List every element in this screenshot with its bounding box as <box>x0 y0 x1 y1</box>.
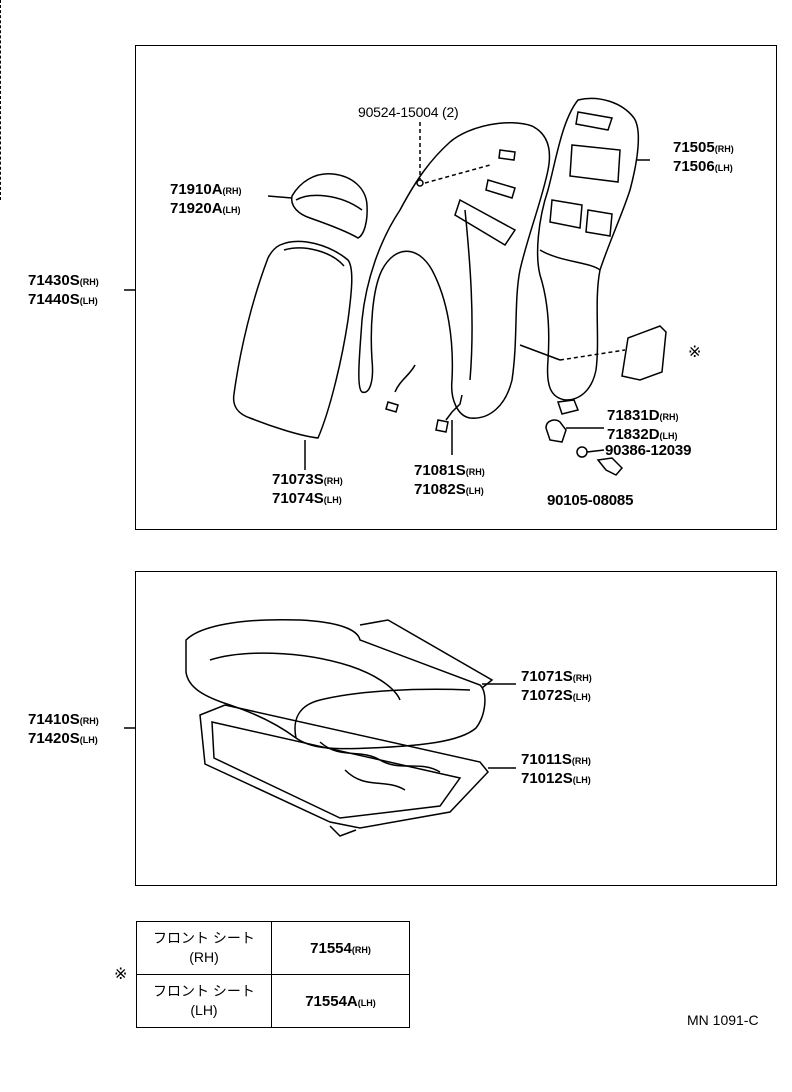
suffix-rh: (RH) <box>572 673 592 683</box>
cushion-frame-drawing <box>199 704 516 837</box>
suffix-lh: (LH) <box>79 735 98 745</box>
seat-cushion-panel <box>135 571 777 886</box>
part-number-back-assy-lh: 71440S <box>28 291 80 308</box>
legend-part: 71554(RH) <box>271 921 410 975</box>
legend-row: フロント シート (LH) 71554A(LH) <box>136 974 410 1028</box>
suffix-lh: (LH) <box>714 163 733 173</box>
part-number-cushion-frame-rh: 71011S <box>521 751 572 768</box>
suffix-lh: (LH) <box>323 495 342 505</box>
legend-desc-line1: フロント シート <box>153 930 255 946</box>
suffix-lh: (LH) <box>465 486 484 496</box>
suffix-rh: (RH) <box>659 412 679 422</box>
label-back-pad: 71081S(RH) 71082S(LH) <box>414 462 485 500</box>
part-number-headrest-lh: 71920A <box>170 200 223 217</box>
back-panel-drawing <box>519 97 650 415</box>
headrest-drawing <box>267 173 368 239</box>
label-back-cover: 71073S(RH) 71074S(LH) <box>272 471 343 509</box>
hardware-drawing <box>545 419 624 476</box>
label-cushion-assy: 71410S(RH) 71420S(LH) <box>28 711 99 749</box>
legend-mark: ※ <box>114 966 128 983</box>
part-number-cushion-cover-rh: 71071S <box>521 668 573 685</box>
legend-suffix: (RH) <box>351 944 371 955</box>
part-number-back-panel-rh: 71505 <box>673 139 715 156</box>
label-back-assy: 71430S(RH) 71440S(LH) <box>28 272 99 310</box>
part-number-back-cover-rh: 71073S <box>272 471 324 488</box>
diagram-id: MN 1091-C <box>687 1012 759 1028</box>
legend-part-number: 71554 <box>310 939 352 957</box>
back-pad-drawing <box>358 121 551 455</box>
legend-part-number: 71554A <box>305 992 358 1010</box>
suffix-rh: (RH) <box>323 476 343 486</box>
suffix-rh: (RH) <box>465 467 485 477</box>
legend-part: 71554A(LH) <box>271 974 410 1028</box>
part-number-cushion-assy-lh: 71420S <box>28 730 80 747</box>
part-number-back-pad-rh: 71081S <box>414 462 466 479</box>
legend-desc-line2: (RH) <box>189 949 219 965</box>
legend-row: フロント シート (RH) 71554(RH) <box>136 921 410 975</box>
cushion-cover-drawing <box>185 618 516 750</box>
suffix-lh: (LH) <box>572 775 591 785</box>
back-cover-drawing <box>232 240 353 470</box>
part-number-cushion-assy-rh: 71410S <box>28 711 80 728</box>
reference-mark: ※ <box>688 344 702 361</box>
legend-desc: フロント シート (LH) <box>136 974 272 1028</box>
label-nut: 90386-12039 <box>605 442 692 459</box>
suffix-lh: (LH) <box>79 296 98 306</box>
part-number-back-pad-lh: 71082S <box>414 481 466 498</box>
part-number-cushion-cover-lh: 71072S <box>521 687 573 704</box>
page-edge-dashes <box>0 0 5 200</box>
suffix-lh: (LH) <box>572 692 591 702</box>
label-headrest: 71910A(RH) 71920A(LH) <box>170 181 242 219</box>
suffix-rh: (RH) <box>222 186 242 196</box>
suffix-rh: (RH) <box>714 144 734 154</box>
part-number-back-cover-lh: 71074S <box>272 490 324 507</box>
suffix-lh: (LH) <box>222 205 241 215</box>
legend-desc: フロント シート (RH) <box>136 921 272 975</box>
label-bolt-90524: 90524-15004 (2) <box>358 104 459 120</box>
suffix-rh: (RH) <box>79 716 99 726</box>
suffix-rh: (RH) <box>79 277 99 287</box>
part-number-cushion-frame-lh: 71012S <box>521 770 573 787</box>
label-back-panel: 71505(RH) 71506(LH) <box>673 139 734 177</box>
part-number-back-panel-lh: 71506 <box>673 158 715 175</box>
suffix-rh: (RH) <box>571 756 591 766</box>
label-hook: 71831D(RH) 71832D(LH) <box>607 407 679 445</box>
seat-back-panel <box>135 45 777 530</box>
legend-desc-line2: (LH) <box>190 1002 218 1018</box>
label-cushion-cover: 71071S(RH) 71072S(LH) <box>521 668 592 706</box>
legend-table: フロント シート (RH) 71554(RH) フロント シート (LH) 71… <box>136 921 410 1028</box>
label-bolt-90105: 90105-08085 <box>547 492 634 509</box>
legend-suffix: (LH) <box>357 997 376 1008</box>
side-cover-drawing <box>559 325 667 381</box>
part-number-back-assy-rh: 71430S <box>28 272 80 289</box>
part-number-headrest-rh: 71910A <box>170 181 223 198</box>
label-cushion-frame: 71011S(RH) 71012S(LH) <box>521 751 591 789</box>
part-number-hook-lh: 71832D <box>607 426 660 443</box>
part-number-hook-rh: 71831D <box>607 407 660 424</box>
suffix-lh: (LH) <box>659 431 678 441</box>
legend-desc-line1: フロント シート <box>153 983 255 999</box>
